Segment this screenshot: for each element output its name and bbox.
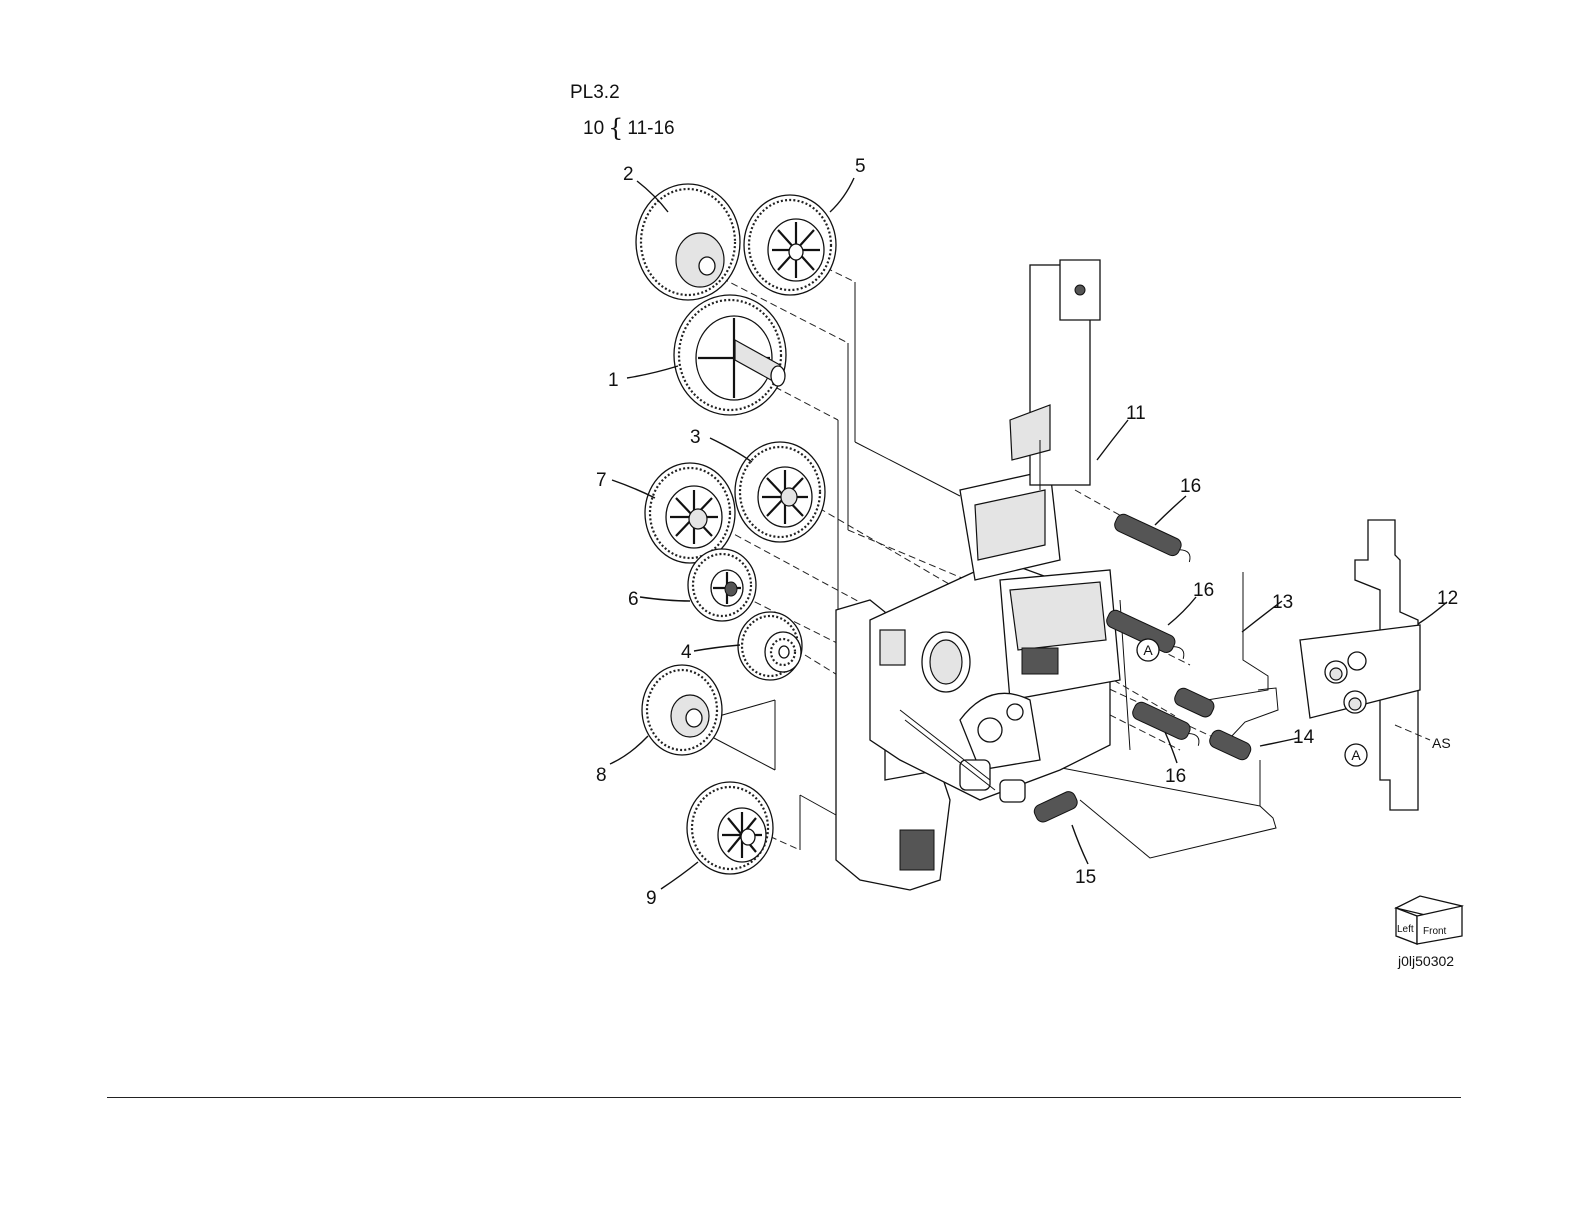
roller-4 bbox=[738, 612, 802, 680]
orientation-cube-icon: Left Front bbox=[1396, 896, 1462, 944]
roller-8 bbox=[642, 665, 722, 755]
figure-id: j0lj50302 bbox=[1397, 953, 1454, 969]
roller-1 bbox=[674, 295, 786, 415]
callout-4: 4 bbox=[681, 642, 692, 663]
orientation-front-label: Front bbox=[1423, 926, 1447, 937]
reference-marker-a-1-label: A bbox=[1143, 642, 1153, 658]
callout-12: 12 bbox=[1437, 588, 1458, 609]
spring-15 bbox=[1032, 789, 1079, 824]
callout-11: 11 bbox=[1126, 403, 1146, 424]
callout-14: 14 bbox=[1293, 727, 1315, 748]
callout-1: 1 bbox=[608, 370, 619, 391]
callout-2: 2 bbox=[623, 164, 634, 185]
callout-16-top: 16 bbox=[1180, 476, 1201, 497]
reference-marker-a-2-label: A bbox=[1351, 747, 1361, 763]
as-label: AS bbox=[1432, 735, 1451, 751]
roller-2 bbox=[636, 184, 740, 300]
callout-7: 7 bbox=[596, 470, 607, 491]
callout-8: 8 bbox=[596, 765, 607, 786]
roller-3 bbox=[735, 442, 825, 542]
orientation-left-label: Left bbox=[1397, 924, 1414, 935]
roller-6 bbox=[688, 549, 756, 621]
spring-16-top bbox=[1112, 512, 1196, 564]
roller-7 bbox=[645, 463, 735, 563]
callout-16-bottom: 16 bbox=[1165, 766, 1186, 787]
callout-6: 6 bbox=[628, 589, 639, 610]
feeder-frame-assembly bbox=[836, 260, 1130, 890]
spring-14 bbox=[1207, 728, 1253, 762]
callout-16-middle: 16 bbox=[1193, 580, 1214, 601]
bracket-12 bbox=[1300, 520, 1430, 810]
reference-marker-a-1: A bbox=[1137, 639, 1159, 661]
callout-3: 3 bbox=[690, 427, 701, 448]
roller-5 bbox=[744, 195, 836, 295]
callout-15: 15 bbox=[1075, 867, 1096, 888]
spring-13 bbox=[1172, 686, 1216, 719]
callout-5: 5 bbox=[855, 156, 866, 177]
callout-13: 13 bbox=[1272, 592, 1293, 613]
reference-marker-a-2: A bbox=[1345, 744, 1367, 766]
footer-divider bbox=[107, 1097, 1461, 1098]
roller-9 bbox=[687, 782, 773, 874]
callout-9: 9 bbox=[646, 888, 657, 909]
